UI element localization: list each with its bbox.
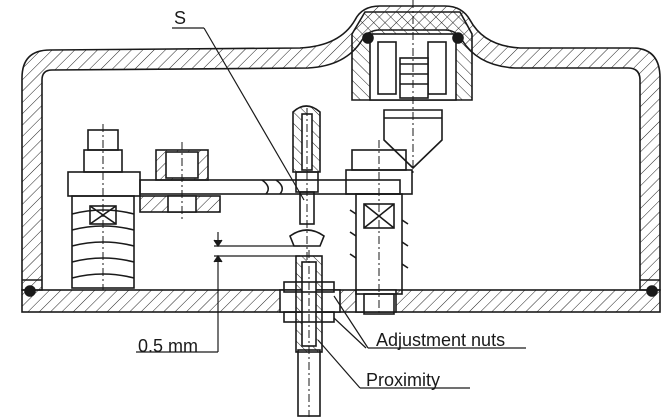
label-adjustment-nuts: Adjustment nuts xyxy=(376,330,505,350)
leader-lines xyxy=(172,27,526,389)
label-gap: 0.5 mm xyxy=(138,336,198,356)
gap-dimension xyxy=(136,232,300,353)
adjustment-screw-s xyxy=(289,105,325,260)
lever-arm xyxy=(139,142,401,220)
proximity-sensor xyxy=(283,250,335,417)
base-plate xyxy=(21,285,661,313)
cover-knob xyxy=(351,0,473,175)
left-spring-assembly xyxy=(67,124,141,290)
label-s: S xyxy=(174,8,186,28)
label-proximity: Proximity xyxy=(366,370,440,390)
right-switch-column xyxy=(345,140,413,316)
